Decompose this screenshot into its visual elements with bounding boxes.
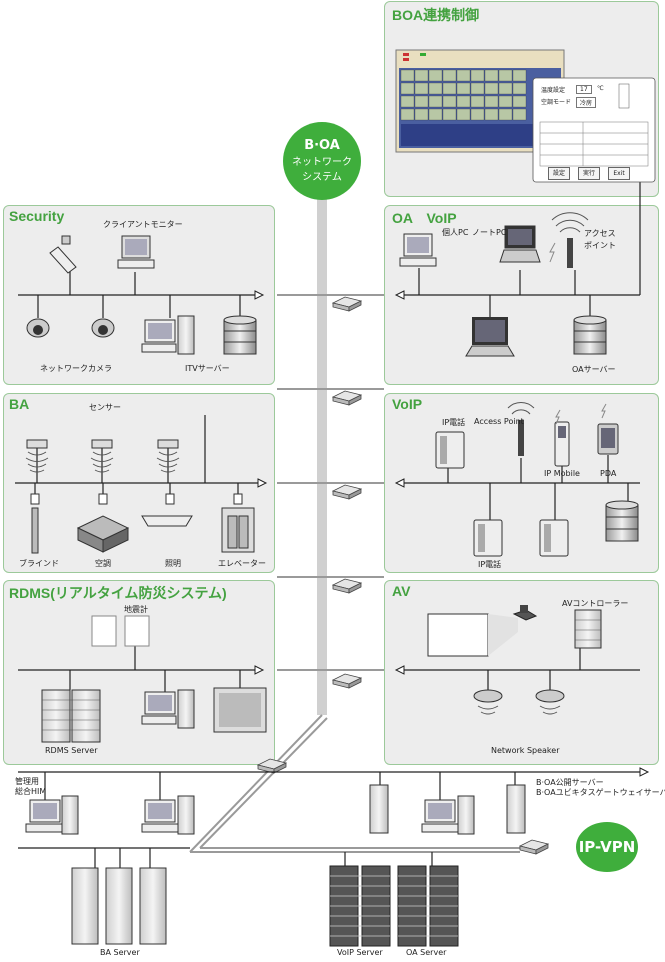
label-pda: PDA — [600, 469, 617, 478]
backbone-bar — [317, 190, 327, 715]
dialog-exit-button[interactable]: Exit — [608, 167, 630, 180]
dialog-row2-label: 空調モード — [541, 99, 572, 106]
oa-devices — [399, 212, 607, 357]
bottom-devices — [25, 784, 526, 947]
label-aircon: 空調 — [95, 559, 111, 568]
av-title: AV — [392, 583, 411, 599]
boa-network-system-hub: B·OA ネットワーク システム — [283, 122, 361, 200]
label-itv-server: ITVサーバー — [185, 364, 230, 373]
dialog-set-button[interactable]: 設定 — [548, 167, 570, 180]
dialog-row1-unit: ℃ — [597, 85, 604, 92]
label-elevator: エレベーター — [218, 559, 266, 568]
security-title: Security — [9, 208, 65, 224]
hub-line2: ネットワーク — [292, 157, 352, 168]
dialog-row2-select[interactable]: 冷房 — [576, 97, 597, 108]
label-oa-server-bottom: OA Server — [406, 948, 447, 957]
label-oa-server: OAサーバー — [572, 365, 616, 374]
ip-vpn-badge: IP-VPN — [576, 822, 638, 872]
security-devices — [26, 235, 257, 355]
label-sensor: センサー — [89, 403, 121, 412]
label-network-speaker: Network Speaker — [491, 746, 560, 755]
ba-title: BA — [9, 396, 30, 412]
label-boa-public-server: B·OA公開サーバー B·OAユビキタスゲートウェイサーバー — [536, 778, 665, 797]
boa-title: BOA連携制御 — [392, 7, 480, 23]
dialog-row1-label: 温度設定 — [541, 87, 566, 94]
dialog-row1-value[interactable]: 17 — [576, 85, 592, 94]
label-ip-phone-top: IP電話 — [442, 418, 466, 427]
ba-devices — [25, 439, 255, 554]
rdms-title: RDMS(リアルタイム防災システム) — [9, 585, 227, 601]
label-network-camera: ネットワークカメラ — [40, 364, 112, 373]
label-blind: ブラインド — [19, 559, 59, 568]
label-access-point-jp: アクセス ポイント — [584, 229, 616, 250]
hub-line1: B·OA — [304, 138, 340, 153]
av-devices — [427, 605, 602, 715]
boa-control-dialog — [532, 77, 656, 183]
label-av-controller: AVコントローラー — [562, 599, 629, 608]
label-notebook-pc: ノートPC — [472, 228, 507, 237]
voip-devices — [435, 402, 639, 557]
dialog-run-button[interactable]: 実行 — [578, 167, 600, 180]
label-seismometer: 地震計 — [124, 605, 148, 614]
label-voip-server: VoIP Server — [337, 948, 383, 957]
label-personal-pc: 個人PC — [442, 228, 469, 237]
voip-title: VoIP — [392, 396, 423, 412]
label-ip-mobile: IP Mobile — [544, 469, 580, 478]
oa-voip-title: OA VoIP — [392, 210, 457, 226]
hub-line3: システム — [302, 172, 342, 183]
rdms-devices — [41, 615, 267, 743]
label-ip-phone-bottom: IP電話 — [478, 560, 502, 569]
label-client-monitor: クライアントモニター — [103, 220, 183, 229]
label-access-point: Access Point — [474, 417, 524, 426]
switch-icons — [256, 296, 550, 855]
label-rdms-server: RDMS Server — [45, 746, 98, 755]
label-management-him: 管理用 総合HIM — [15, 777, 47, 796]
label-ba-server: BA Server — [100, 948, 140, 957]
label-lighting: 照明 — [165, 559, 181, 568]
